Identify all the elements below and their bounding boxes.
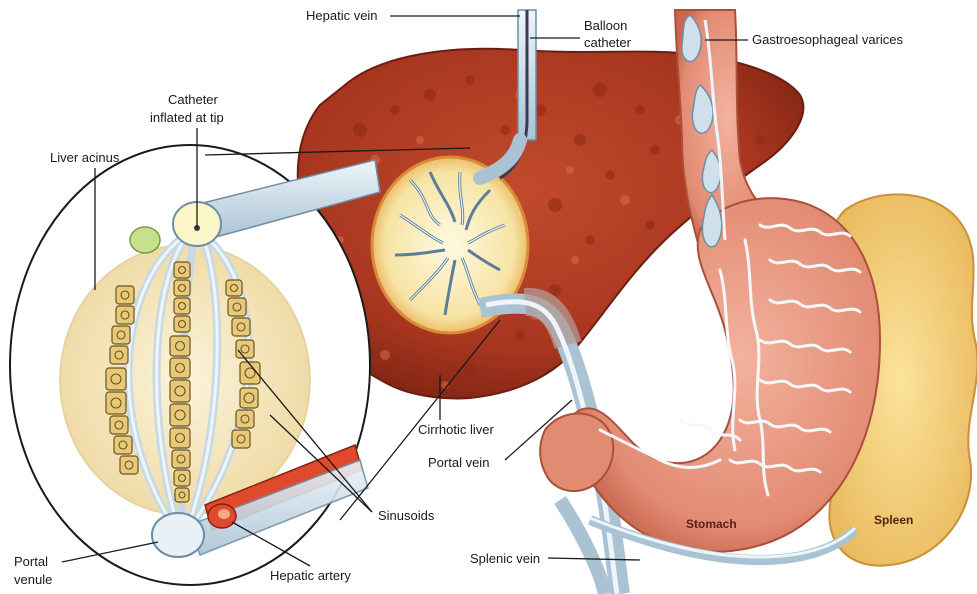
portal-vein-lower (560, 500, 605, 594)
label-liver-acinus: Liver acinus (50, 150, 120, 165)
label-portal-venule-2: venule (14, 572, 52, 587)
label-balloon-catheter-2: catheter (584, 35, 632, 50)
hepatic-artery-lumen (218, 509, 230, 519)
label-hepatic-vein: Hepatic vein (306, 8, 378, 23)
label-stomach: Stomach (686, 517, 737, 531)
label-hepatic-artery: Hepatic artery (270, 568, 351, 583)
label-catheter-inflated-2: inflated at tip (150, 110, 224, 125)
label-catheter-inflated-1: Catheter (168, 92, 219, 107)
label-sinusoids: Sinusoids (378, 508, 435, 523)
label-splenic-vein: Splenic vein (470, 551, 540, 566)
label-portal-venule-1: Portal (14, 554, 48, 569)
portal-venule-end (152, 513, 204, 557)
label-portal-vein: Portal vein (428, 455, 489, 470)
hepatic-arteriole-top (130, 227, 160, 253)
label-balloon-catheter-1: Balloon (584, 18, 627, 33)
label-spleen: Spleen (874, 513, 913, 527)
label-cirrhotic-liver: Cirrhotic liver (418, 422, 495, 437)
label-gastroesophageal-varices: Gastroesophageal varices (752, 32, 904, 47)
